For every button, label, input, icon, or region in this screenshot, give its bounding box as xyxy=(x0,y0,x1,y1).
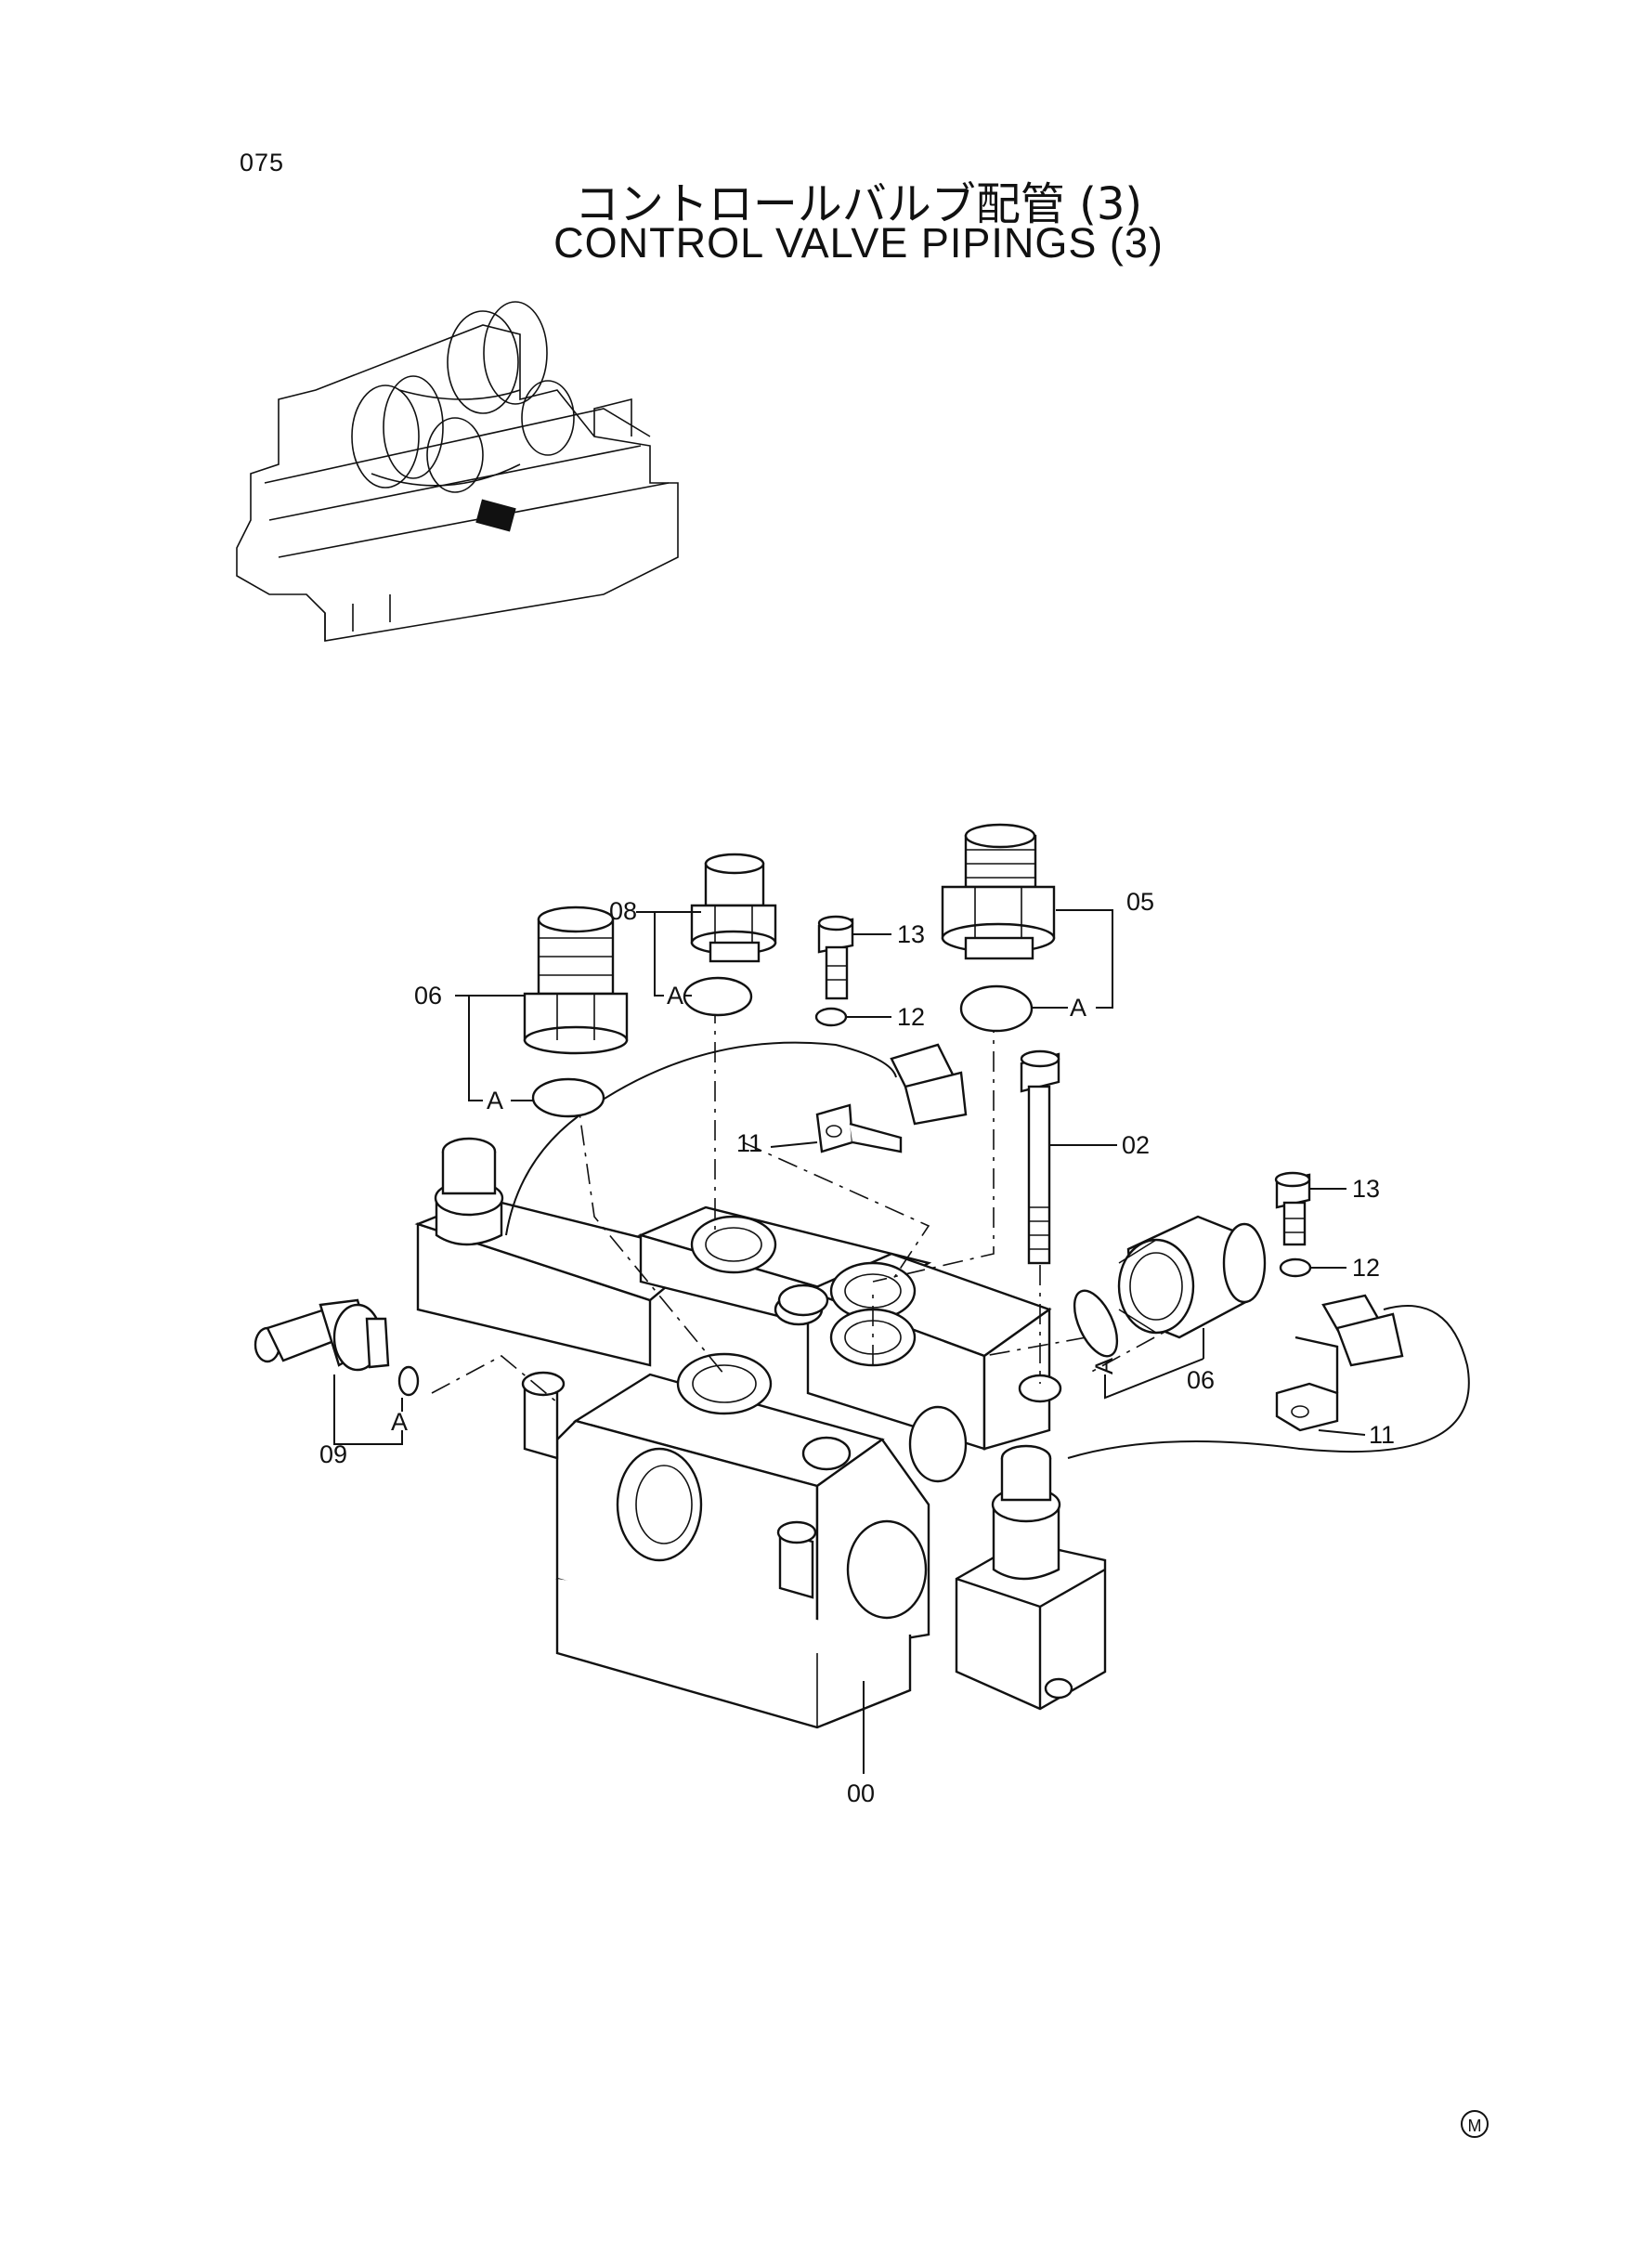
callout-02: 02 xyxy=(1122,1131,1150,1159)
clamp-11-right xyxy=(1275,1335,1339,1432)
machine-locator-thumbnail xyxy=(236,301,679,642)
connector-left xyxy=(890,1043,968,1126)
callout-labels: 06 A 08 A 05 A 13 12 11 02 13 12 11 A 06… xyxy=(319,888,1395,1807)
callout-06-right: 06 xyxy=(1187,1366,1215,1394)
page-number: 075 xyxy=(240,149,285,176)
washer-12-left xyxy=(814,1007,848,1027)
callout-13-right: 13 xyxy=(1352,1175,1380,1203)
callout-a-09: A xyxy=(391,1408,408,1436)
page-title-english: CONTROL VALVE PIPINGS (3) xyxy=(553,219,1164,267)
callout-11-right: 11 xyxy=(1369,1421,1395,1449)
callout-13-left: 13 xyxy=(897,920,925,948)
fitting-adapter-06-right xyxy=(1073,1215,1267,1358)
manufacturer-mark: M xyxy=(1461,2110,1489,2138)
fitting-adapter-06-left xyxy=(523,905,629,1118)
fitting-adapter-05 xyxy=(941,823,1056,1033)
bolt-13-right xyxy=(1274,1171,1311,1246)
callout-12-left: 12 xyxy=(897,1003,925,1031)
callout-06-left: 06 xyxy=(414,982,442,1010)
bolt-02 xyxy=(1020,1049,1060,1265)
page-title-japanese: コントロールバルブ配管 (3) xyxy=(574,178,1143,230)
control-valve-body xyxy=(414,1003,1190,1729)
fitting-elbow-09 xyxy=(254,1298,420,1397)
callout-a-05: A xyxy=(1070,994,1086,1022)
washer-12-right xyxy=(1279,1257,1312,1278)
wire-harness xyxy=(505,1041,1470,1459)
clamp-11-left xyxy=(815,1103,903,1153)
callout-05: 05 xyxy=(1126,888,1154,916)
leader-lines xyxy=(333,909,1366,1774)
callout-a-06-right: A xyxy=(1090,1358,1118,1375)
connector-right xyxy=(1321,1294,1404,1367)
callout-09: 09 xyxy=(319,1440,347,1468)
callout-00: 00 xyxy=(847,1779,875,1807)
callout-08: 08 xyxy=(609,897,637,925)
callout-11-left: 11 xyxy=(736,1129,762,1157)
bolt-13-left xyxy=(817,915,854,1000)
callout-a-08: A xyxy=(667,982,683,1010)
fitting-adapter-08 xyxy=(683,853,777,1017)
callout-a-06-left: A xyxy=(487,1087,503,1114)
callout-12-right: 12 xyxy=(1352,1254,1380,1282)
